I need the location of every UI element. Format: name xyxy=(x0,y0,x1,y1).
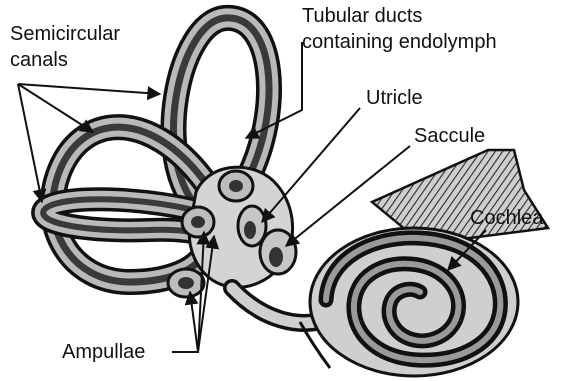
label-ampullae: Ampullae xyxy=(62,341,145,363)
semicircular-arrow-top xyxy=(18,84,160,94)
label-tubular-ducts-line2: containing endolymph xyxy=(302,31,497,53)
semicircular-arrow-bottom xyxy=(18,84,42,202)
label-utricle: Utricle xyxy=(366,87,423,109)
cochlea xyxy=(300,228,518,376)
label-semicircular-line1: Semicircular xyxy=(10,23,120,45)
semicircular-arrow-middle xyxy=(18,84,93,132)
saccule xyxy=(260,230,296,274)
label-semicircular-line2: canals xyxy=(10,49,68,71)
label-tubular-ducts-line1: Tubular ducts xyxy=(302,5,422,27)
label-saccule: Saccule xyxy=(414,125,485,147)
label-cochlea: Cochlea xyxy=(470,207,544,229)
ampullae-arrow-1 xyxy=(172,292,198,352)
